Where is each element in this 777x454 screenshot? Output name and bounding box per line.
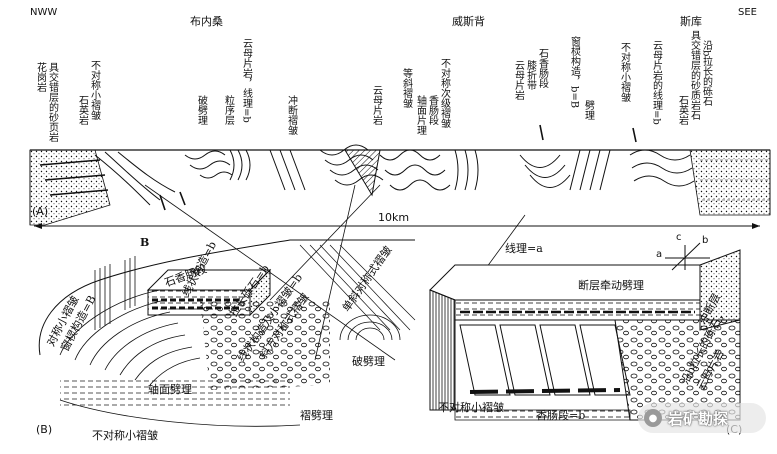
axis-label-b: B xyxy=(140,236,150,249)
vertical-label: 不对称小褶皱 xyxy=(88,60,100,120)
block-b-label: 破劈理 xyxy=(352,355,385,368)
region-label: 斯库 xyxy=(680,15,702,28)
wechat-icon: ● xyxy=(644,409,662,427)
axis-letter-b: b xyxy=(702,235,709,246)
vertical-label: 轴面片理 xyxy=(414,95,426,135)
vertical-label: 云母片岩，线理=b xyxy=(240,38,252,123)
vertical-label: 云母片岩 xyxy=(512,60,524,100)
vertical-label: 石英岩 xyxy=(676,95,688,125)
scale-label: 10km xyxy=(378,211,410,224)
vertical-label: 等斜褶皱 xyxy=(400,68,412,108)
b-axis xyxy=(671,242,701,271)
vertical-label: 云母片岩的线理=b xyxy=(650,40,662,125)
block-diagram-c xyxy=(429,242,741,421)
vertical-label: 云母片岩 xyxy=(370,85,382,125)
vertical-label: 具交错层的砂页岩 xyxy=(46,62,58,142)
axis-letter-a: a xyxy=(656,249,663,260)
vertical-label: 沿b拉长的砾石 xyxy=(700,40,712,107)
vertical-label: 不对称小褶皱 xyxy=(618,42,630,102)
vertical-label: 窗棂构造，b=B xyxy=(568,36,580,109)
vertical-label: 石香肠段 xyxy=(536,48,548,88)
block-b-label: 轴面劈理 xyxy=(148,383,192,396)
region-label: 布内桑 xyxy=(190,15,223,28)
block-c-label: 线理=a xyxy=(505,242,543,255)
corner-label-nww: NWW xyxy=(30,7,58,18)
vertical-label: 粒序层 xyxy=(222,95,234,125)
vertical-label: 具交错层的砂质岩石 xyxy=(688,30,700,120)
vertical-label: 破劈理 xyxy=(195,95,207,125)
corner-label-see: SEE xyxy=(738,7,757,18)
vertical-label: 膝折带 xyxy=(524,60,536,90)
watermark-text: 岩矿勘探 xyxy=(668,409,729,428)
block-b-label: 不对称小褶皱 xyxy=(92,429,158,442)
block-c-label: 香肠段=b xyxy=(536,409,586,422)
vertical-label: 冲断褶皱 xyxy=(285,95,297,135)
watermark: ● 岩矿勘探 xyxy=(638,403,766,433)
block-b-label: 褶劈理 xyxy=(300,409,333,422)
vertical-label: 劈理 xyxy=(582,100,594,120)
axis-letter-c: c xyxy=(676,232,682,243)
block-c-label: 不对称小褶皱 xyxy=(438,401,504,414)
panel-label-a: (A) xyxy=(32,205,49,218)
region-label: 威斯背 xyxy=(452,15,485,28)
cross-section-a xyxy=(29,124,771,361)
block-c-label: 断层牵动劈理 xyxy=(578,279,644,292)
vertical-label: 石英岩 xyxy=(76,95,88,125)
vertical-label: 花岗岩 xyxy=(34,62,46,92)
block-diagram-b xyxy=(38,239,416,427)
vertical-label: 不对称次级褶皱 xyxy=(438,58,450,128)
panel-label-b: (B) xyxy=(36,423,53,436)
vertical-label: 香肠段 xyxy=(426,95,438,125)
